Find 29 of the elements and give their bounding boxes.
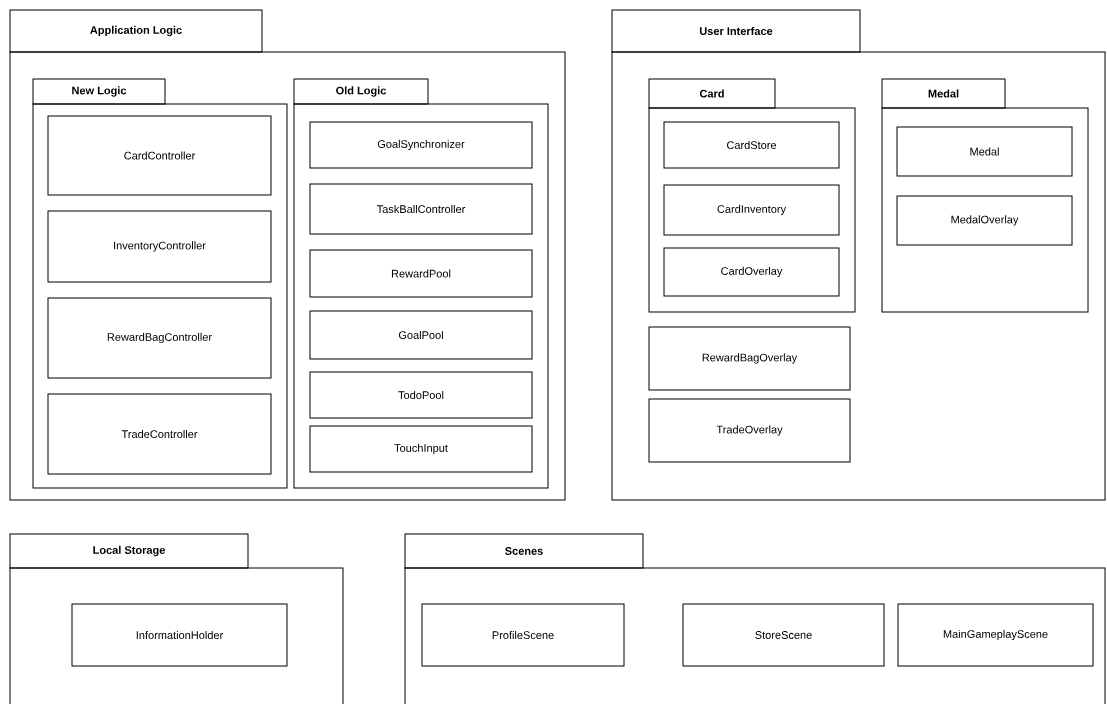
node-label: Old Logic <box>336 86 387 97</box>
node-label: Card <box>699 89 724 98</box>
class-box: CardController <box>47 115 272 196</box>
class-box: CardInventory <box>663 184 840 236</box>
class-box: RewardBagController <box>47 297 272 379</box>
node-label: User Interface <box>699 26 773 36</box>
node-label: Medal <box>928 89 959 98</box>
class-box: TodoPool <box>309 371 533 419</box>
class-box: CardStore <box>663 121 840 169</box>
node-label: Local Storage <box>93 545 165 557</box>
class-box: TouchInput <box>309 425 533 473</box>
class-box: RewardPool <box>309 249 533 298</box>
node-label: Application Logic <box>90 25 182 37</box>
class-box: StoreScene <box>682 603 885 667</box>
class-box: ProfileScene <box>421 603 625 667</box>
class-box: GoalSynchronizer <box>309 121 533 169</box>
node-label: Scenes <box>505 547 543 555</box>
class-box: MedalOverlay <box>896 195 1073 246</box>
class-box: TaskBallController <box>309 183 533 235</box>
class-box: MainGameplayScene <box>897 603 1094 667</box>
class-box: TradeOverlay <box>648 398 851 463</box>
class-box: GoalPool <box>309 310 533 360</box>
class-box: InventoryController <box>47 210 272 283</box>
node-label: New Logic <box>72 86 127 97</box>
class-box: RewardBagOverlay <box>648 326 851 391</box>
class-box: TradeController <box>47 393 272 475</box>
class-box: Medal <box>896 126 1073 177</box>
class-box: CardOverlay <box>663 247 840 297</box>
class-box: InformationHolder <box>71 603 288 667</box>
